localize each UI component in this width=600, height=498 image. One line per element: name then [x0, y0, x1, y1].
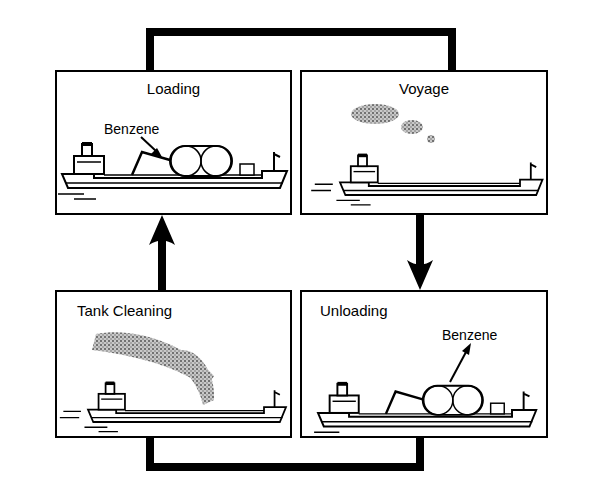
cycle-connector	[150, 32, 452, 70]
connector-line	[150, 32, 452, 70]
tanker-ship	[314, 382, 536, 437]
stage-box: Tank Cleaning	[55, 290, 292, 438]
cycle-connector	[149, 215, 175, 290]
vapour-cloud	[427, 135, 435, 143]
vapour-cloud	[401, 120, 423, 134]
cargo-label: Benzene	[442, 326, 497, 344]
cargo-label: Benzene	[104, 120, 159, 138]
arrow-head	[151, 148, 162, 157]
tanker-ship	[311, 154, 542, 205]
stage-title: Tank Cleaning	[77, 302, 172, 320]
stage-box: LoadingBenzene	[55, 70, 292, 215]
cycle-connector	[407, 215, 433, 290]
connector-line	[158, 235, 166, 290]
arrow-head	[462, 343, 471, 355]
connector-line	[150, 438, 420, 467]
tanker-ship	[60, 382, 286, 432]
tanker-ship	[58, 142, 287, 199]
stage-title: Voyage	[399, 80, 449, 98]
stage-box: Voyage	[300, 70, 548, 215]
stage-title: Loading	[147, 80, 200, 98]
flow-arrow	[450, 352, 466, 382]
cycle-connector	[150, 438, 420, 467]
vapour-plume	[174, 350, 214, 405]
connector-line	[416, 215, 424, 270]
stage-box: UnloadingBenzene	[300, 290, 548, 438]
vapour-cloud	[351, 104, 399, 124]
stage-title: Unloading	[320, 302, 388, 320]
arrow-head	[407, 260, 433, 290]
arrow-head	[149, 215, 175, 245]
flow-arrow	[141, 137, 156, 151]
